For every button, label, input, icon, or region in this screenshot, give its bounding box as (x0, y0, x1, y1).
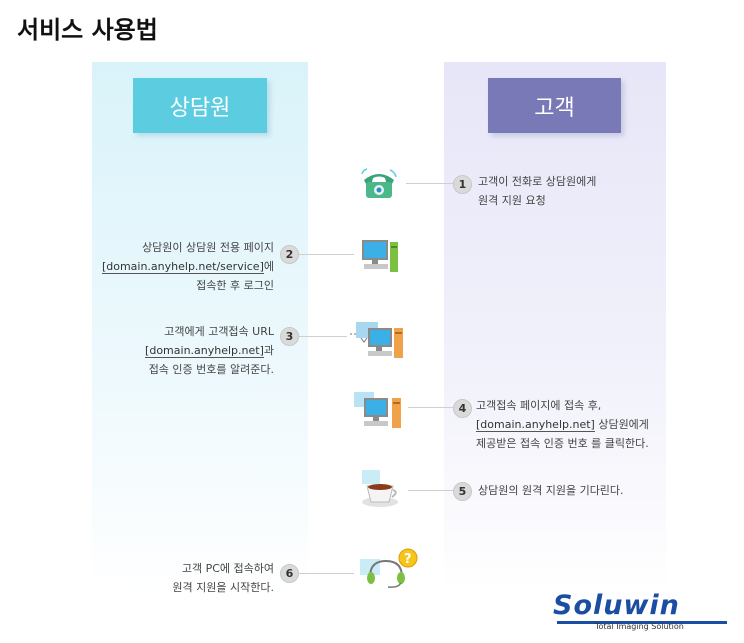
telephone-icon (358, 166, 400, 206)
step-number-2: 2 (280, 245, 299, 264)
step-3-text: 고객에게 고객접속 URL [domain.anyhelp.net]과 접속 인… (145, 325, 274, 376)
logo-underline (557, 621, 727, 624)
page-title: 서비스 사용법 (17, 16, 158, 44)
connector-line (299, 573, 354, 574)
connector-line (299, 254, 354, 255)
step-2-text: 상담원이 상담원 전용 페이지 [domain.anyhelp.net/serv… (101, 241, 274, 292)
step-1-text: 고객이 전화로 상담원에게 원격 지원 요청 (478, 175, 597, 207)
agent-header: 상담원 (133, 78, 267, 133)
computer-icon (358, 236, 400, 280)
customer-header: 고객 (488, 78, 621, 133)
svg-text:?: ? (404, 552, 412, 567)
customer-column (444, 62, 666, 592)
step-number-5: 5 (453, 482, 472, 501)
connector-line (408, 407, 454, 408)
connector-line (408, 490, 454, 491)
step-number-3: 3 (280, 327, 299, 346)
step-number-4: 4 (453, 399, 472, 418)
computer-transfer-icon (348, 320, 406, 366)
step-4-text: 고객접속 페이지에 접속 후, [domain.anyhelp.net] 상담원… (476, 399, 649, 450)
step-5-text: 상담원의 원격 지원을 기다린다. (478, 484, 624, 497)
step-6-text: 고객 PC에 접속하여 원격 지원을 시작한다. (172, 562, 274, 594)
coffee-cup-icon (358, 468, 402, 514)
agent-column (92, 62, 308, 592)
connector-line (406, 183, 454, 184)
soluwin-logo: Soluwin Total Imaging Solution (553, 590, 733, 635)
step-number-1: 1 (453, 175, 472, 194)
headset-help-icon: ? (358, 547, 420, 593)
connector-line (299, 336, 347, 337)
logo-wordmark: Soluwin (553, 590, 680, 621)
logo-tagline: Total Imaging Solution (595, 622, 684, 631)
step-number-6: 6 (280, 564, 299, 583)
computer-icon (352, 390, 406, 436)
